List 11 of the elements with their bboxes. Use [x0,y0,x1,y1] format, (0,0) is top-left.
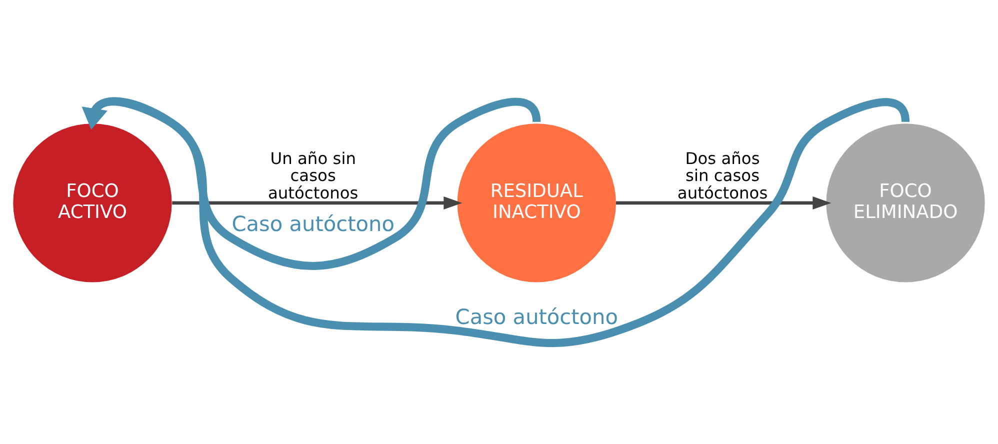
arrow [82,98,541,270]
edge-label: Caso autóctono [455,304,618,329]
node-circle: FOCO ELIMINADO [826,124,985,282]
arrow [616,196,832,210]
node-circle: FOCO ACTIVO [13,124,172,282]
arrow [82,97,910,348]
edge-label: Dos años sin casos autóctonos [677,148,768,203]
edge-label: Un año sin casos autóctonos [268,148,358,203]
arrow [172,196,462,210]
node-circle: RESIDUAL INACTIVO [457,124,616,282]
edge-label: Caso autóctono [232,212,394,236]
